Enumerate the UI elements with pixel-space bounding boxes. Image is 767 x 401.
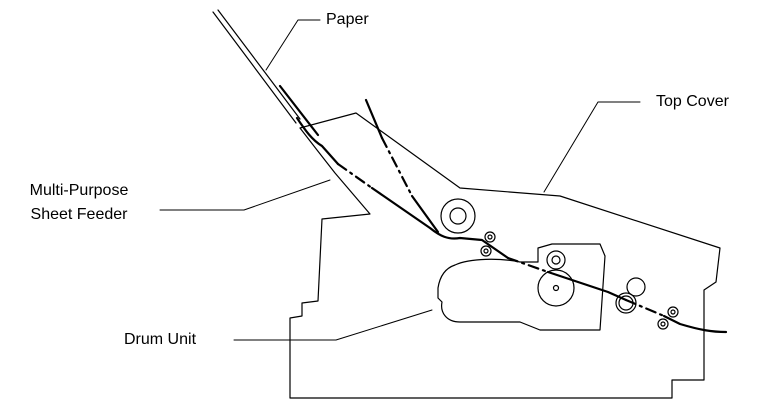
roller-small-1-hub bbox=[487, 234, 493, 240]
paper-path-dashed-1 bbox=[336, 162, 374, 190]
roller-small-2-hub bbox=[483, 248, 489, 254]
paper-sheet-inner bbox=[217, 9, 301, 120]
label-mp-feeder-line1: Multi-Purpose bbox=[29, 182, 129, 199]
drum-roller-upper-hub bbox=[551, 255, 561, 265]
paper-path-main-3 bbox=[546, 270, 628, 302]
paper-path-dashed-3 bbox=[624, 298, 666, 318]
paper-path-exit bbox=[662, 314, 728, 334]
exit-roller-2-hub bbox=[660, 321, 666, 327]
fuser-roller-lower bbox=[615, 292, 637, 314]
paper-path-top-2 bbox=[410, 194, 440, 234]
exit-roller-1-hub bbox=[670, 309, 676, 315]
label-mp-feeder-line2: Sheet Feeder bbox=[30, 206, 128, 223]
drum-photoconductor-hub bbox=[552, 284, 560, 292]
label-paper: Paper bbox=[326, 11, 369, 28]
drum-photoconductor bbox=[537, 269, 575, 307]
paper-path-main-2 bbox=[370, 186, 510, 260]
paper-path-top bbox=[364, 98, 384, 140]
exit-roller-1 bbox=[667, 306, 679, 318]
paper-path-top-dashed bbox=[380, 136, 414, 198]
paper-sheet-guide bbox=[278, 84, 320, 137]
label-drum-unit: Drum Unit bbox=[124, 331, 197, 348]
label-top-cover: Top Cover bbox=[656, 93, 729, 110]
paper-sheet-outer bbox=[212, 11, 297, 124]
printer-housing bbox=[289, 112, 721, 399]
leader-top-cover bbox=[543, 101, 641, 193]
roller-small-1 bbox=[484, 231, 496, 243]
leader-paper bbox=[265, 19, 321, 71]
roller-small-2 bbox=[480, 245, 492, 257]
pickup-roller-hub bbox=[449, 207, 467, 225]
leader-mp-feeder bbox=[159, 179, 331, 211]
paper-path-dashed-2 bbox=[506, 256, 550, 274]
paper-path-main bbox=[295, 116, 340, 166]
drum-unit-outline bbox=[437, 243, 606, 331]
fuser-roller-upper bbox=[626, 277, 646, 297]
drum-roller-upper bbox=[546, 250, 566, 270]
leader-drum-unit bbox=[233, 309, 433, 341]
exit-roller-2 bbox=[657, 318, 669, 330]
pickup-roller bbox=[440, 198, 476, 234]
fuser-roller-lower-inner bbox=[618, 295, 634, 311]
